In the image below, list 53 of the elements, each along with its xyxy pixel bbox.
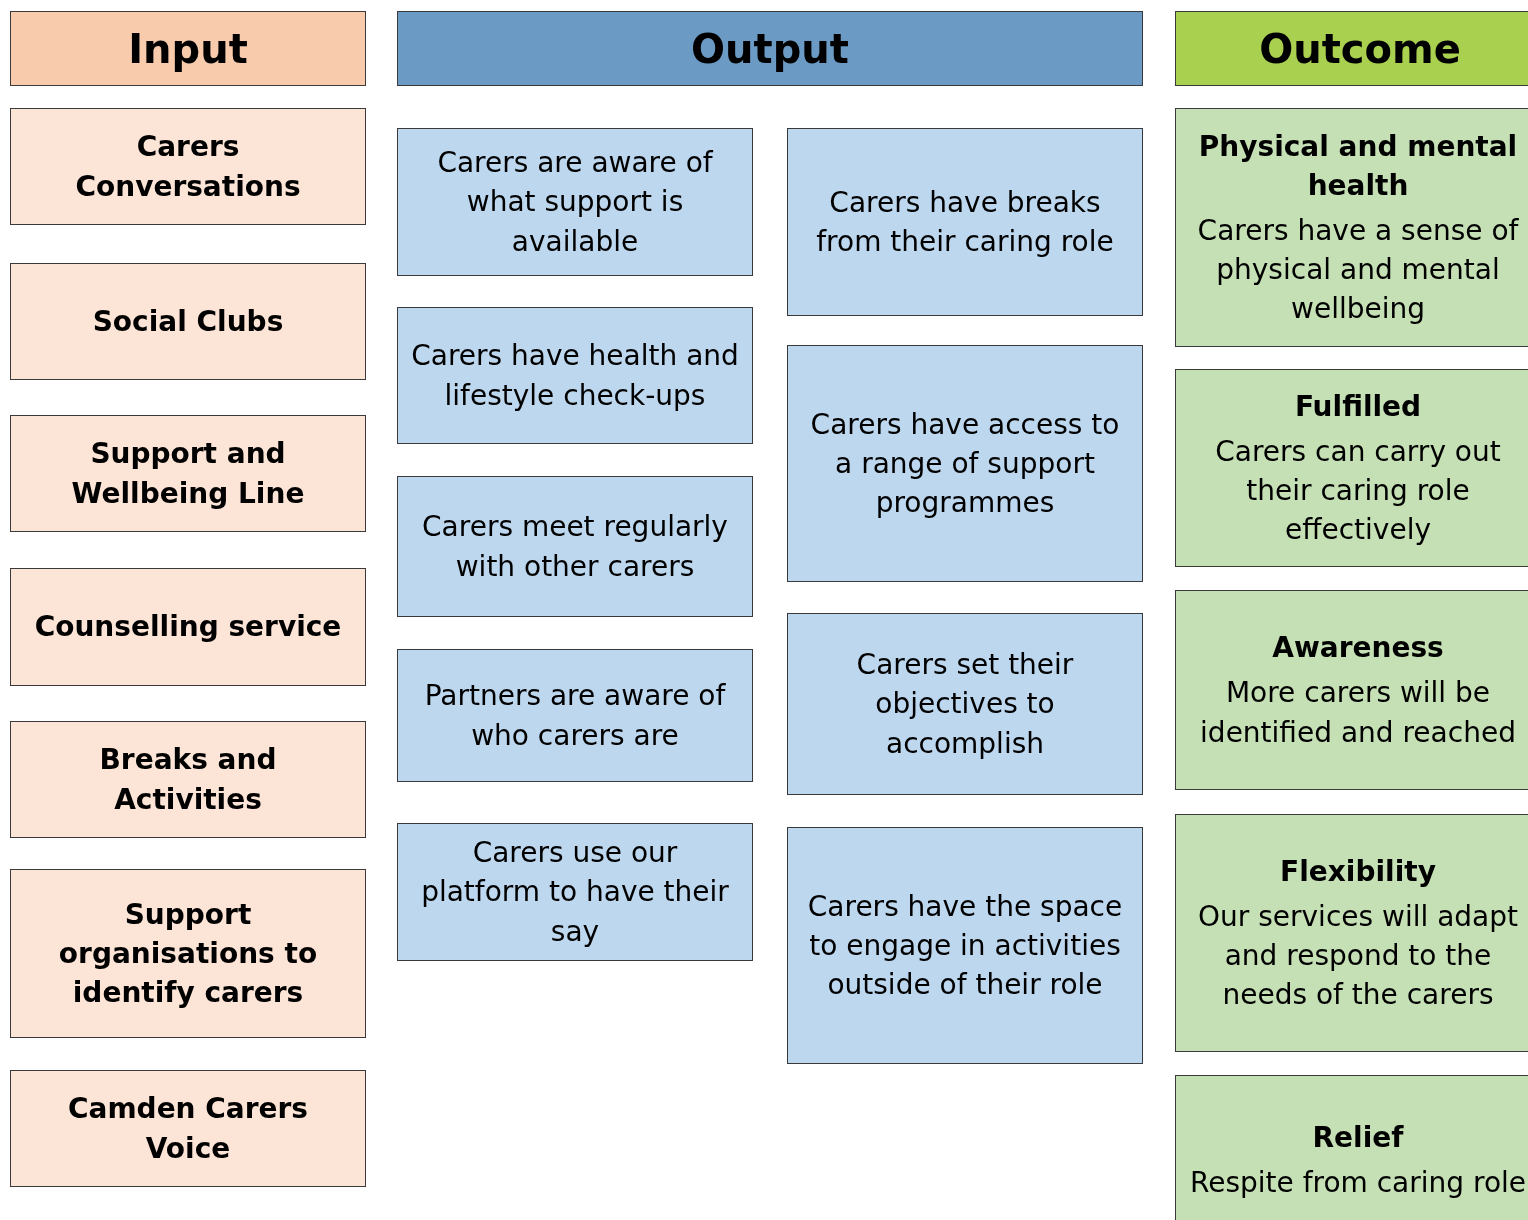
outcome-text: More carers will be identified and reached bbox=[1199, 675, 1517, 751]
input-box bbox=[10, 568, 366, 686]
input-box bbox=[10, 108, 366, 225]
column-header: Input bbox=[128, 24, 248, 73]
input-label: Social Clubs bbox=[92, 303, 284, 340]
outcome-heading: Fulfilled bbox=[1294, 388, 1422, 425]
column-header-box bbox=[397, 11, 1143, 86]
outcome-box bbox=[1175, 814, 1528, 1052]
output-text: Carers have access to a range of support programmes bbox=[809, 406, 1121, 522]
output-text: Carers meet regularly with other carers bbox=[421, 509, 729, 585]
input-label: Support and Wellbeing Line bbox=[70, 436, 306, 512]
output-box bbox=[397, 307, 753, 444]
outcome-text: Carers can carry out their caring role effectively bbox=[1214, 433, 1502, 549]
column-header: Output bbox=[691, 24, 849, 73]
output-box bbox=[397, 823, 753, 961]
outcome-box bbox=[1175, 590, 1528, 790]
column-header: Outcome bbox=[1259, 24, 1461, 73]
input-box bbox=[10, 869, 366, 1038]
output-text: Carers have the space to engage in activities outside of their role bbox=[806, 888, 1124, 1004]
output-box bbox=[397, 476, 753, 617]
input-label: Camden Carers Voice bbox=[66, 1091, 310, 1167]
input-label: Carers Conversations bbox=[74, 129, 302, 205]
outcome-heading: Awareness bbox=[1272, 630, 1444, 667]
outcome-text: Respite from caring role bbox=[1190, 1165, 1526, 1201]
column-header-box bbox=[1175, 11, 1528, 86]
output-text: Carers are aware of what support is available bbox=[436, 145, 714, 260]
output-box bbox=[787, 128, 1143, 316]
output-box bbox=[787, 613, 1143, 795]
output-text: Carers set their objectives to accomplish bbox=[855, 647, 1075, 762]
output-box bbox=[397, 649, 753, 782]
outcome-box bbox=[1175, 369, 1528, 567]
output-text: Partners are aware of who carers are bbox=[423, 678, 727, 754]
input-label: Counselling service bbox=[34, 609, 342, 646]
outcome-heading: Relief bbox=[1312, 1119, 1404, 1156]
outcome-heading: Physical and mental health bbox=[1197, 128, 1519, 204]
output-text: Carers use our platform to have their say bbox=[420, 835, 730, 950]
outcome-box bbox=[1175, 108, 1528, 347]
outcome-heading: Flexibility bbox=[1280, 853, 1436, 890]
outcome-text: Carers have a sense of physical and mental wellbeing bbox=[1196, 212, 1520, 328]
input-box bbox=[10, 721, 366, 838]
output-box bbox=[397, 128, 753, 276]
outcome-box bbox=[1175, 1075, 1528, 1220]
input-label: Support organisations to identify carers bbox=[57, 896, 319, 1012]
input-box bbox=[10, 1070, 366, 1187]
input-box bbox=[10, 263, 366, 380]
output-text: Carers have health and lifestyle check-ups bbox=[410, 338, 740, 414]
output-box bbox=[787, 345, 1143, 582]
output-box bbox=[787, 827, 1143, 1064]
input-box bbox=[10, 415, 366, 532]
outcome-text: Our services will adapt and respond to the needs of the carers bbox=[1197, 898, 1519, 1014]
column-header-box bbox=[10, 11, 366, 86]
output-text: Carers have breaks from their caring role bbox=[815, 184, 1115, 260]
input-label: Breaks and Activities bbox=[98, 742, 278, 818]
